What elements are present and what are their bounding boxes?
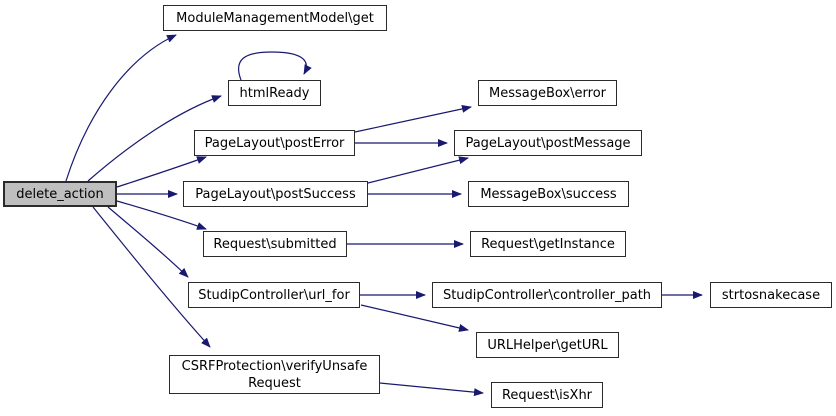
edge-delete-action-to-mmm-get (65, 34, 177, 182)
edge-html-ready-to-html-ready (238, 51, 312, 81)
node-get-url[interactable]: URLHelper\getURL (476, 332, 619, 358)
node-html-ready[interactable]: htmlReady (228, 80, 321, 106)
node-post-error[interactable]: PageLayout\postError (194, 130, 355, 156)
node-mmm-get[interactable]: ModuleManagementModel\get (163, 5, 387, 31)
node-get-instance[interactable]: Request\getInstance (470, 231, 626, 257)
edge-post-success-to-post-message (367, 156, 469, 184)
edge-url-for-to-get-url (360, 304, 469, 332)
node-strtosnakecase[interactable]: strtosnakecase (710, 282, 832, 308)
edge-delete-action-to-csrf-verify (92, 206, 211, 348)
node-msg-success[interactable]: MessageBox\success (468, 181, 629, 207)
node-url-for[interactable]: StudipController\url_for (188, 282, 360, 308)
edge-post-error-to-msg-error (354, 104, 472, 133)
edge-csrf-verify-to-is-xhr (379, 382, 484, 397)
node-csrf-verify[interactable]: CSRFProtection\verifyUnsafe Request (169, 355, 380, 394)
node-controller-path[interactable]: StudipController\controller_path (432, 282, 662, 308)
edge-delete-action-to-submitted (116, 200, 207, 230)
node-delete-action[interactable]: delete_action (3, 181, 117, 207)
node-post-message[interactable]: PageLayout\postMessage (454, 130, 642, 156)
node-msg-error[interactable]: MessageBox\error (478, 80, 617, 106)
node-is-xhr[interactable]: Request\isXhr (491, 382, 603, 408)
node-submitted[interactable]: Request\submitted (203, 231, 347, 257)
edge-delete-action-to-html-ready (87, 95, 222, 182)
edge-delete-action-to-post-error (116, 156, 207, 188)
node-post-success[interactable]: PageLayout\postSuccess (183, 181, 368, 207)
edge-delete-action-to-url-for (107, 206, 189, 278)
